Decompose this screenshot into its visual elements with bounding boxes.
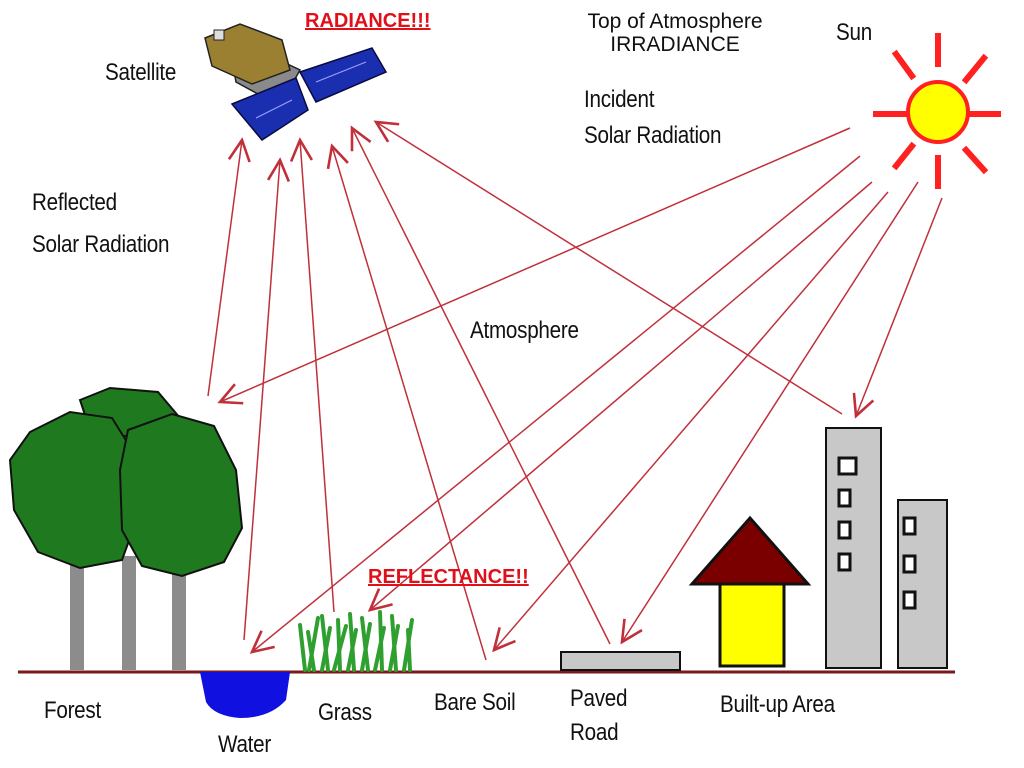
satellite-label: Satellite <box>105 59 177 86</box>
grass-icon <box>298 610 414 672</box>
arrow-sun-to-water <box>252 155 861 652</box>
reflected-line-2: Solar Radiation <box>32 231 170 258</box>
built-up-area-label: Built-up Area <box>720 691 835 718</box>
atmosphere-label: Atmosphere <box>470 317 579 344</box>
reflectance-label: REFLECTANCE!! <box>368 566 529 588</box>
bare-soil-label: Bare Soil <box>434 689 516 716</box>
grass-label: Grass <box>318 699 372 726</box>
arrow-sun-to-bare-soil <box>494 191 889 650</box>
arrow-forest-to-satellite <box>207 140 242 397</box>
arrow-sun-to-forest <box>220 127 851 402</box>
arrow-sun-to-built-up <box>856 197 943 416</box>
reflected-line-1: Reflected <box>32 189 117 216</box>
radiance-label: RADIANCE!!! <box>305 10 431 32</box>
water-label: Water <box>218 731 271 758</box>
sun-icon <box>873 33 1001 189</box>
arrow-bare-soil-to-satellite <box>332 146 487 661</box>
forest-icon <box>8 386 244 670</box>
arrow-built-up-to-satellite <box>376 122 843 415</box>
arrow-water-to-satellite <box>243 160 280 641</box>
incident-line-1: Incident <box>584 86 655 113</box>
arrow-sun-to-grass <box>370 181 873 610</box>
arrow-sun-to-paved-road <box>622 181 919 642</box>
arrow-paved-road-to-satellite <box>352 128 611 645</box>
incident-radiation-arrows <box>220 127 943 652</box>
reflected-radiation-arrows <box>207 122 843 661</box>
reflected-solar-radiation-label: Reflected Solar Radiation <box>32 182 170 266</box>
sun-label: Sun <box>836 19 872 46</box>
short-building-icon <box>897 499 948 669</box>
paved-road-line-1: Paved <box>570 685 628 712</box>
water-icon <box>200 672 290 718</box>
incident-solar-radiation-label: Incident Solar Radiation <box>584 82 722 154</box>
incident-line-2: Solar Radiation <box>584 122 722 149</box>
toa-line-2: IRRADIANCE <box>610 33 740 57</box>
paved-road-line-2: Road <box>570 719 619 746</box>
satellite-icon <box>204 23 388 141</box>
paved-road-label: Paved Road <box>570 682 628 750</box>
forest-label: Forest <box>44 697 101 724</box>
toa-line-1: Top of Atmosphere <box>587 10 763 33</box>
arrow-grass-to-satellite <box>300 140 335 613</box>
toa-irradiance-label: Top of Atmosphere IRRADIANCE <box>560 10 790 56</box>
house-icon <box>688 515 812 668</box>
tall-building-icon <box>825 427 882 669</box>
paved-road-icon <box>560 651 681 671</box>
